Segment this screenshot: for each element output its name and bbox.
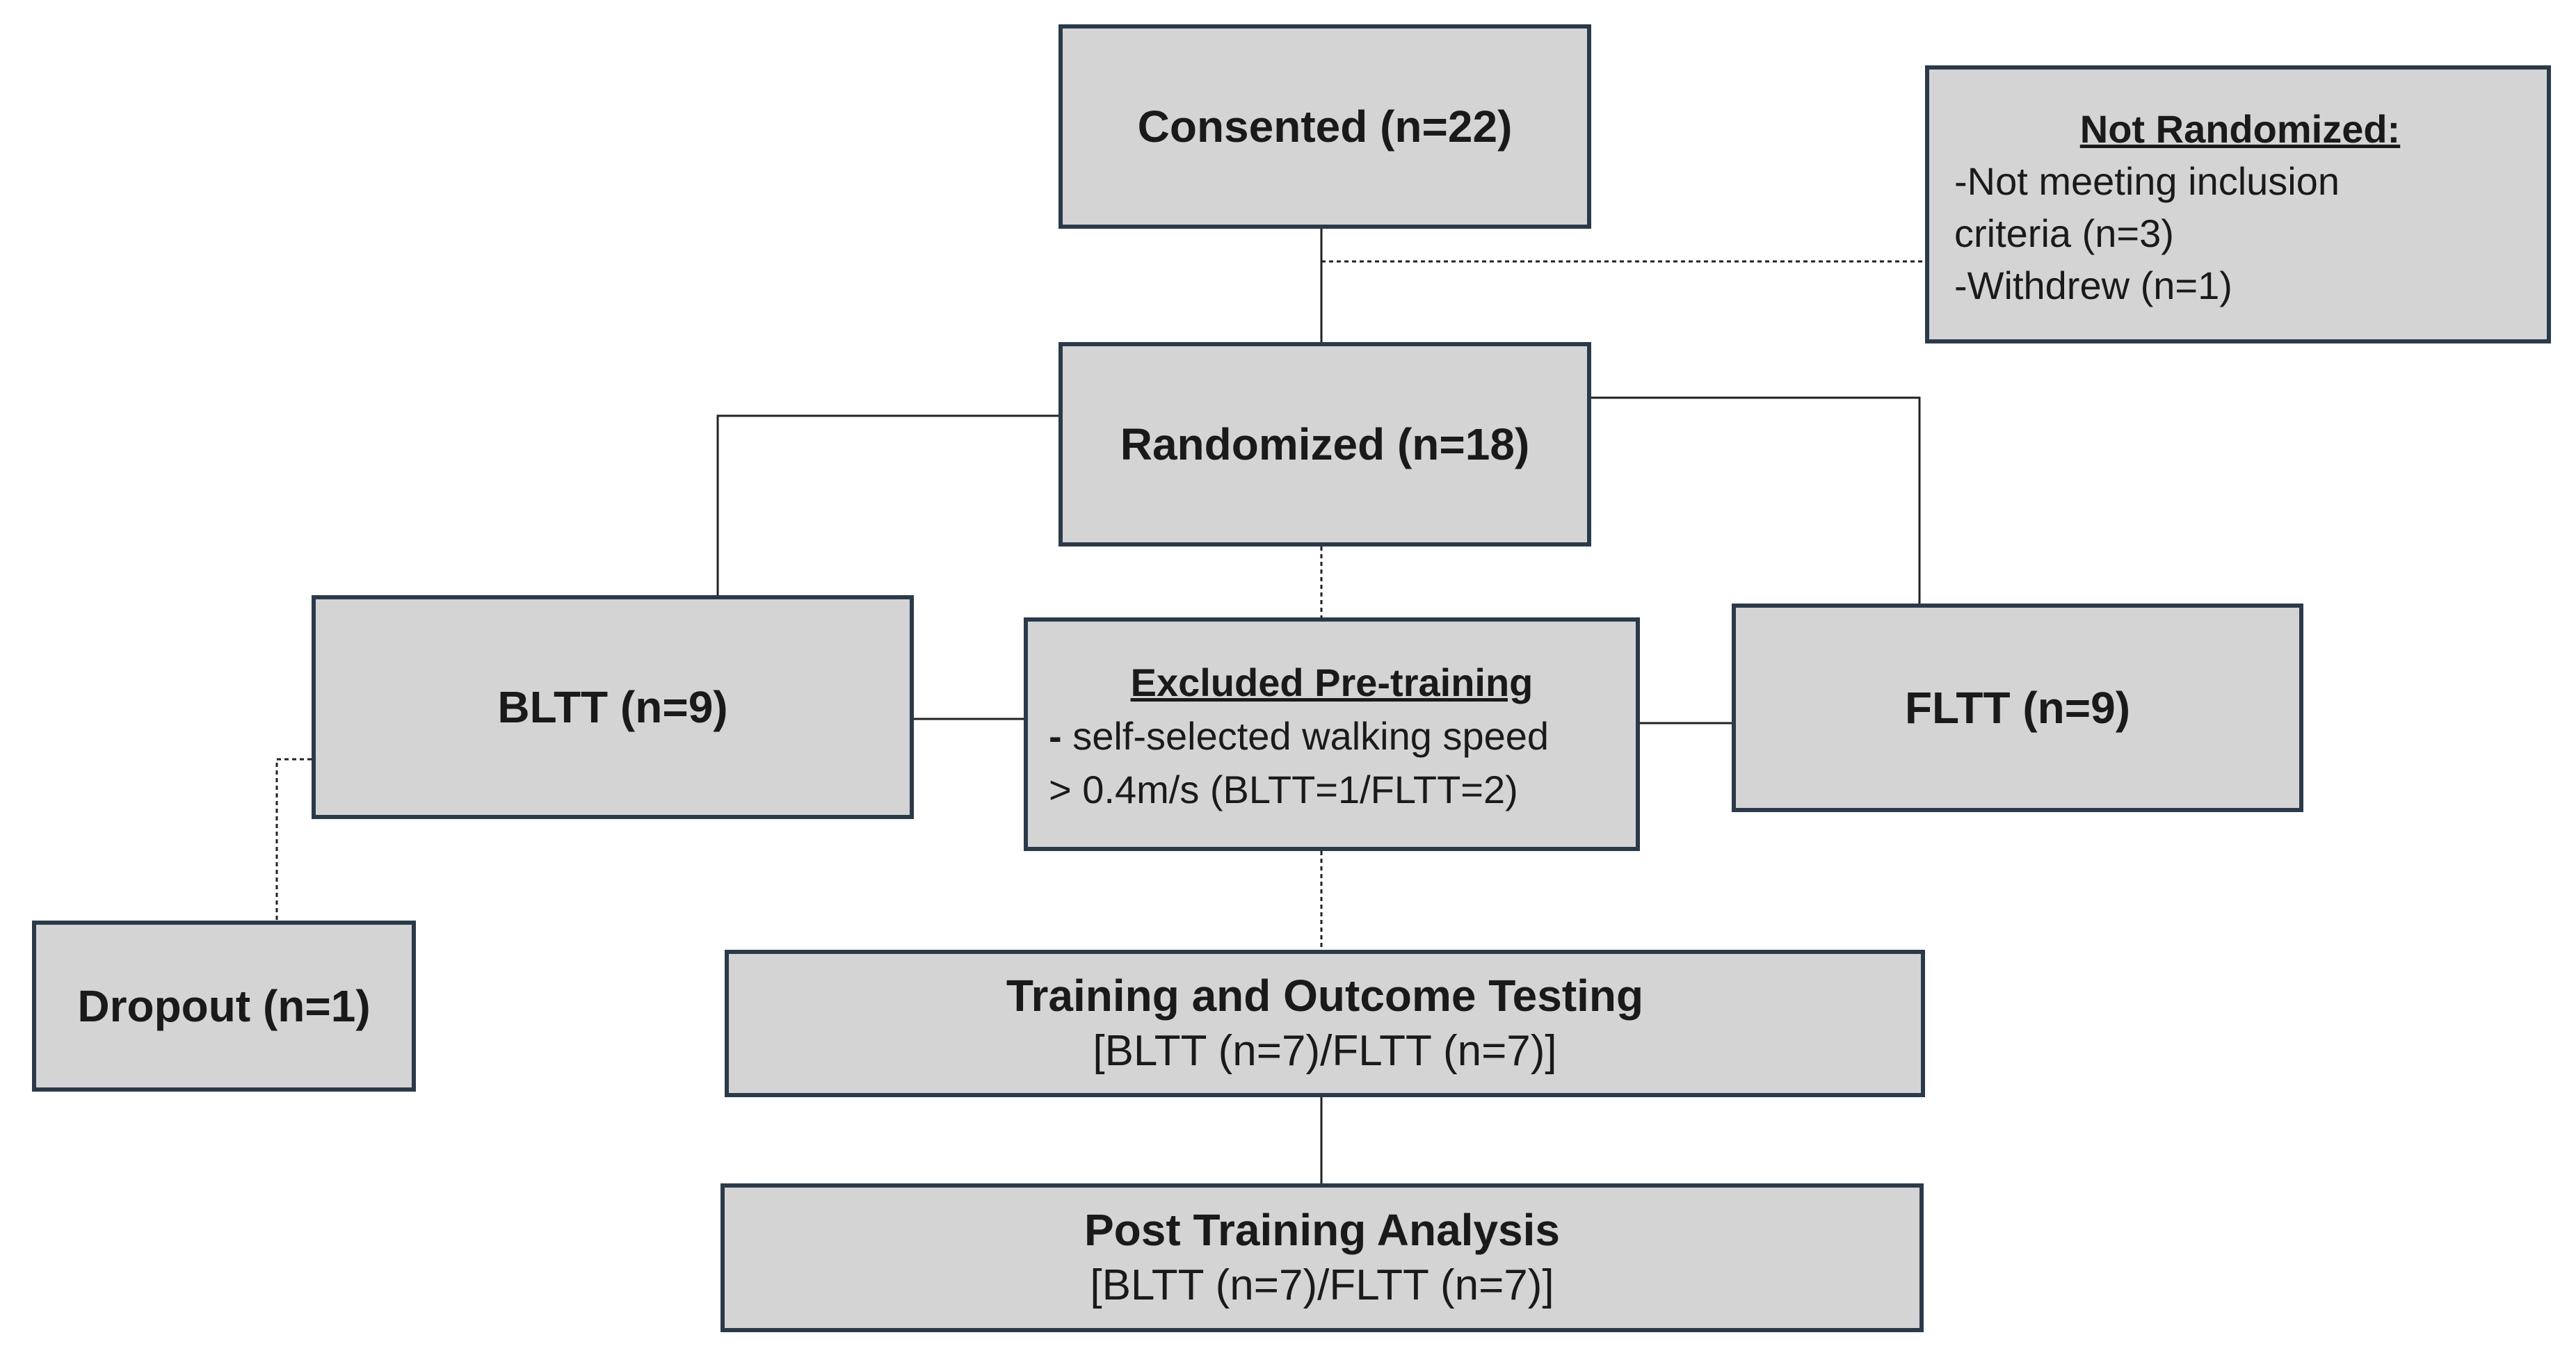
not-randomized-title: Not Randomized: bbox=[2079, 107, 2401, 151]
post-training-title: Post Training Analysis bbox=[1084, 1204, 1561, 1255]
not-randomized-line-1: -Not meeting inclusion bbox=[1954, 159, 2340, 203]
randomized-box: Randomized (n=18) bbox=[1058, 342, 1591, 547]
excluded-box: Excluded Pre-training - self-selected wa… bbox=[1024, 617, 1640, 851]
not-randomized-box: Not Randomized: -Not meeting inclusion c… bbox=[1925, 65, 2551, 343]
fltt-box: FLTT (n=9) bbox=[1732, 604, 2303, 812]
not-randomized-line-2: criteria (n=3) bbox=[1954, 211, 2174, 255]
excluded-line-2: > 0.4m/s (BLTT=1/FLTT=2) bbox=[1049, 767, 1518, 811]
dropout-box: Dropout (n=1) bbox=[32, 921, 416, 1092]
excluded-title: Excluded Pre-training bbox=[1130, 661, 1533, 704]
not-randomized-line-3: -Withdrew (n=1) bbox=[1954, 263, 2232, 307]
training-box: Training and Outcome Testing [BLTT (n=7)… bbox=[725, 950, 1925, 1097]
excluded-line-1-text: self-selected walking speed bbox=[1072, 713, 1549, 758]
consented-box: Consented (n=22) bbox=[1058, 24, 1591, 229]
excluded-dash: - bbox=[1049, 713, 1062, 758]
bltt-box: BLTT (n=9) bbox=[312, 595, 914, 819]
consented-label: Consented (n=22) bbox=[1137, 101, 1513, 152]
connector-randomized-fltt bbox=[1591, 396, 1921, 604]
training-title: Training and Outcome Testing bbox=[1006, 970, 1644, 1021]
post-training-box: Post Training Analysis [BLTT (n=7)/FLTT … bbox=[721, 1183, 1924, 1332]
randomized-label: Randomized (n=18) bbox=[1120, 419, 1530, 469]
excluded-line-1: - self-selected walking speed bbox=[1049, 709, 1615, 763]
post-training-detail: [BLTT (n=7)/FLTT (n=7)] bbox=[1090, 1261, 1554, 1309]
fltt-label: FLTT (n=9) bbox=[1904, 682, 2131, 733]
dropout-label: Dropout (n=1) bbox=[77, 980, 371, 1031]
connector-randomized-bltt bbox=[716, 414, 1058, 595]
bltt-label: BLTT (n=9) bbox=[497, 681, 728, 732]
connector-bltt-dropout bbox=[275, 758, 312, 921]
training-detail: [BLTT (n=7)/FLTT (n=7)] bbox=[1093, 1026, 1557, 1075]
